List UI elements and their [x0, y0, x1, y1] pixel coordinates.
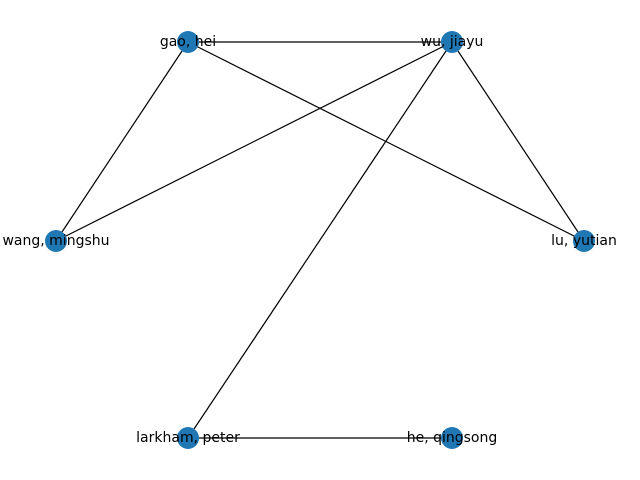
- label-layer: gao, hei wu, jiayu wang, mingshu lu, yutian…: [2, 34, 616, 446]
- node-wang: [45, 230, 67, 252]
- edge-gao-wang: [55, 41, 189, 242]
- node-wu: [441, 31, 463, 53]
- node-label-larkham: larkham, peter: [136, 430, 240, 446]
- edge-wu-lu: [451, 41, 585, 242]
- node-label-lu: lu, yutian: [551, 233, 617, 249]
- node-larkham: [177, 427, 199, 449]
- node-label-gao: gao, hei: [160, 34, 216, 50]
- node-lu: [573, 230, 595, 252]
- node-layer: [45, 31, 595, 449]
- edge-layer: [55, 41, 585, 439]
- node-label-wu: wu, jiayu: [421, 34, 484, 50]
- node-he: [441, 427, 463, 449]
- node-gao: [177, 31, 199, 53]
- node-label-wang: wang, mingshu: [2, 233, 109, 249]
- edge-wu-larkham: [187, 41, 453, 439]
- edge-wu-wang: [55, 41, 453, 242]
- node-label-he: he, qingsong: [407, 430, 498, 446]
